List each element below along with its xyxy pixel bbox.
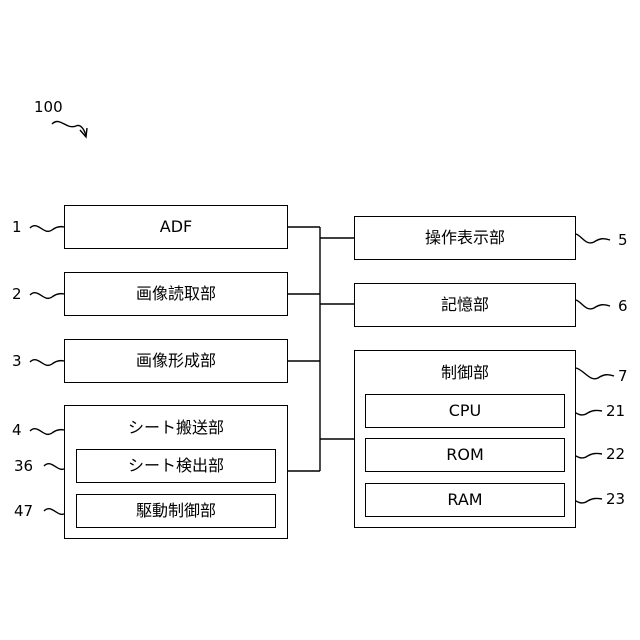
ref-sheet-detector: 36 [14,459,33,474]
leader-sheet-conveyor [30,429,64,435]
figure-label: 100 [34,100,63,115]
ref-cpu: 21 [606,404,625,419]
controller-label: 制御部 [441,365,489,381]
adf-label: ADF [160,219,192,235]
image-reader-block: 画像読取部 [64,272,288,316]
leader-image-reader [30,293,64,299]
ref-adf: 1 [12,220,22,235]
ref-drive-controller: 47 [14,504,33,519]
cpu-block: CPU [365,394,565,428]
image-former-block: 画像形成部 [64,339,288,383]
leader-controller [576,368,614,379]
storage-label: 記憶部 [441,297,489,313]
sheet-conveyor-label: シート搬送部 [128,420,224,436]
leader-adf [30,226,64,232]
drive-controller-block: 駆動制御部 [76,494,276,528]
cpu-label: CPU [449,403,482,419]
leader-storage [576,300,610,309]
ref-operation-display: 5 [618,233,628,248]
ref-image-former: 3 [12,354,22,369]
storage-block: 記憶部 [354,283,576,327]
ram-block: RAM [365,483,565,517]
ref-rom: 22 [606,447,625,462]
leader-image-former [30,360,64,366]
ref-controller: 7 [618,369,628,384]
rom-block: ROM [365,438,565,472]
drive-controller-label: 駆動制御部 [136,503,216,519]
leader-operation-display [576,234,610,243]
operation-display-block: 操作表示部 [354,216,576,260]
operation-display-label: 操作表示部 [425,230,505,246]
adf-block: ADF [64,205,288,249]
image-reader-label: 画像読取部 [136,286,216,302]
figure-arrow-curve [52,121,86,136]
ref-image-reader: 2 [12,287,22,302]
ram-label: RAM [447,492,482,508]
ref-ram: 23 [606,492,625,507]
rom-label: ROM [446,447,484,463]
sheet-detector-label: シート検出部 [128,458,224,474]
ref-sheet-conveyor: 4 [12,423,22,438]
sheet-detector-block: シート検出部 [76,449,276,483]
image-former-label: 画像形成部 [136,353,216,369]
ref-storage: 6 [618,299,628,314]
